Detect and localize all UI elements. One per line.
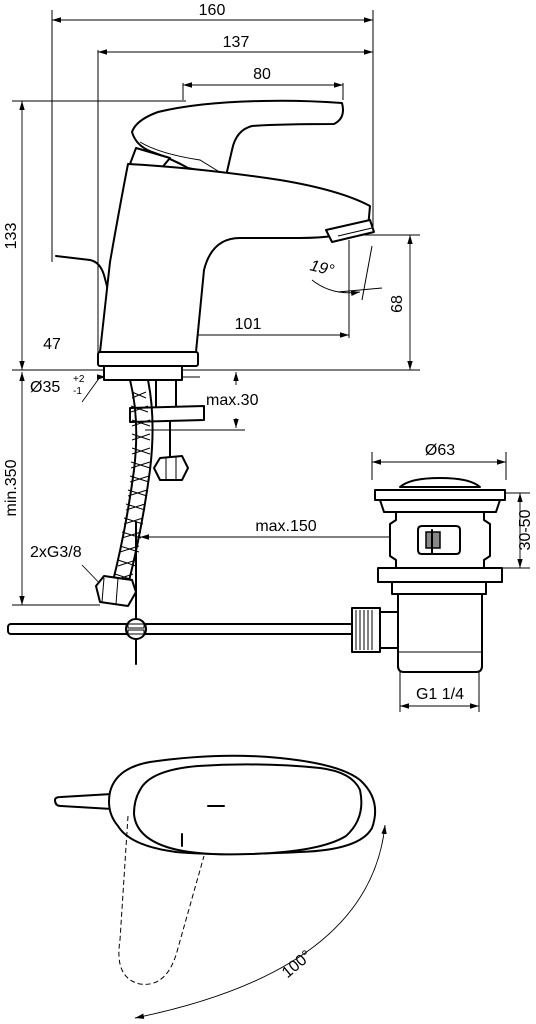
horizontal-rod (7, 623, 354, 635)
label-hose-length: min.350 (3, 459, 20, 516)
label-spout-reach: 137 (223, 34, 250, 51)
label-waste-thread: G1 1/4 (416, 686, 464, 703)
label-spout-angle: 19° (308, 257, 336, 279)
label-hole-diameter: Ø35 (30, 379, 60, 396)
label-total-height: 133 (3, 223, 20, 250)
label-hose-connection: 2xG3/8 (30, 544, 82, 561)
lever-rotated-position (118, 815, 205, 985)
side-connector (351, 607, 381, 653)
label-deck-thickness: max.30 (206, 392, 259, 409)
waste-cap (399, 477, 481, 488)
label-hole-tol-minus: -1 (73, 386, 82, 397)
waste-tailpiece (397, 593, 483, 673)
label-lever-rotation: 100° (279, 947, 315, 981)
extension-lines (12, 10, 530, 712)
label-pull-rod-reach: max.150 (255, 518, 316, 535)
label-waste-diameter: Ø63 (425, 442, 455, 459)
pull-rod-assembly (7, 521, 354, 665)
label-base-offset: 47 (43, 336, 61, 353)
faucet-base (97, 351, 199, 367)
fixing-bracket (129, 405, 205, 423)
label-waste-range: 30-50 (517, 509, 534, 550)
fixing-nut (153, 455, 189, 481)
label-overall-width: 160 (199, 2, 226, 19)
waste-fitting (351, 477, 506, 673)
label-lever-reach: 80 (253, 66, 271, 83)
waste-flange (377, 567, 503, 583)
label-hole-tol-plus: +2 (73, 374, 85, 385)
label-spout-height: 68 (389, 295, 406, 313)
faucet-plan-view (54, 754, 376, 985)
rod-clamp (125, 618, 147, 640)
plan-lever (133, 763, 363, 856)
faucet-side-view (55, 99, 375, 481)
popup-rod (55, 255, 113, 306)
mounting-ring (103, 365, 183, 381)
aerator (325, 219, 375, 243)
label-spout-length: 101 (235, 316, 262, 333)
